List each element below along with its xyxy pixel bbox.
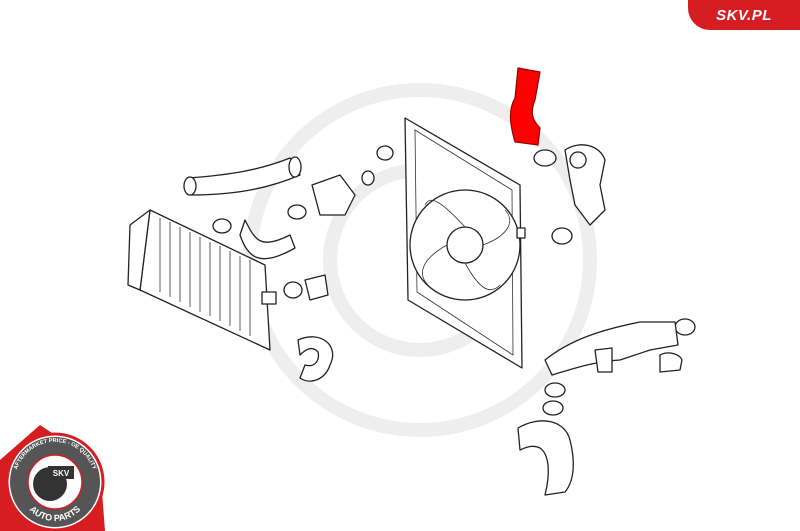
skv-logo: AFTERMARKET PRICE - OE QUALITY SKV AUTO …	[0, 425, 105, 531]
intercooler-hose-mid	[239, 219, 296, 260]
charge-air-hose-highlighted	[509, 67, 541, 146]
site-badge[interactable]: SKV.PL	[688, 0, 800, 30]
site-label: SKV.PL	[716, 6, 772, 24]
intercooler-hose-upper	[187, 157, 301, 196]
intercooler	[127, 209, 277, 351]
radiator-fan-assembly	[404, 117, 526, 369]
hose-clamps	[212, 145, 696, 416]
intercooler-hose-lower	[297, 336, 334, 382]
throttle-housing	[311, 174, 356, 216]
logo-skv-text: SKV	[53, 469, 70, 478]
lower-hose	[517, 420, 574, 496]
